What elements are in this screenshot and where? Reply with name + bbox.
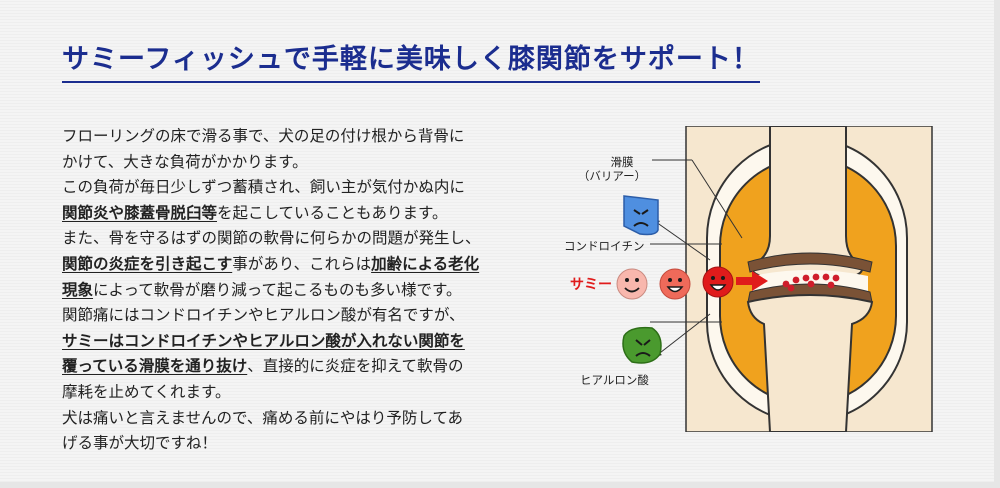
upper-cartilage bbox=[747, 252, 873, 273]
text-segment: この負荷が毎日少しずつ蓄積され、飼い主が気付かぬ内に bbox=[62, 178, 465, 197]
paragraph-line: げる事が大切ですね！ bbox=[62, 431, 542, 457]
hyaluronic-label: ヒアルロン酸 bbox=[580, 373, 649, 387]
sammy-face-icon-3 bbox=[702, 266, 734, 298]
text-segment: 関節痛にはコンドロイチンやヒアルロン酸が有名ですが、 bbox=[62, 306, 465, 325]
text-segment: 犬は痛いと言えませんので、痛める前にやはり予防してあ bbox=[62, 408, 463, 427]
text-segment: げる事が大切ですね！ bbox=[62, 434, 218, 453]
sammy-face-icon-1 bbox=[616, 268, 648, 300]
sammy-face-icon-2 bbox=[659, 268, 691, 300]
text-segment: 事があり、これらは bbox=[232, 254, 372, 273]
synovium-label: 滑膜 bbox=[611, 155, 634, 169]
paragraph-line: 関節痛にはコンドロイチンやヒアルロン酸が有名ですが、 bbox=[62, 303, 542, 329]
emphasized-text: 関節炎や膝蓋骨脱臼等 bbox=[62, 203, 218, 222]
sad-hyaluronic-face-icon bbox=[622, 326, 662, 364]
paragraph-line: また、骨を守るはずの関節の軟骨に何らかの問題が発生し、 bbox=[62, 226, 542, 252]
emphasized-text: 覆っている滑膜を通り抜け bbox=[62, 357, 248, 376]
paragraph-line: サミーはコンドロイチンやヒアルロン酸が入れない関節を bbox=[62, 329, 542, 355]
emphasized-text: サミーはコンドロイチンやヒアルロン酸が入れない関節を bbox=[62, 331, 465, 350]
paragraph-line: この負荷が毎日少しずつ蓄積され、飼い主が気付かぬ内に bbox=[62, 175, 542, 201]
paragraph-line: 覆っている滑膜を通り抜け、直接的に炎症を抑えて軟骨の bbox=[62, 354, 542, 380]
chondroitin-label: コンドロイチン bbox=[564, 239, 645, 253]
text-segment: かけて、大きな負荷がかかります。 bbox=[62, 152, 308, 171]
sad-chondroitin-face-icon bbox=[623, 195, 659, 236]
text-segment: を起こしていることもあります。 bbox=[217, 203, 448, 222]
paragraph-line: 犬は痛いと言えませんので、痛める前にやはり予防してあ bbox=[62, 406, 542, 432]
paragraph-line: かけて、大きな負荷がかかります。 bbox=[62, 150, 542, 176]
text-segment: また、骨を守るはずの関節の軟骨に何らかの問題が発生し、 bbox=[62, 229, 481, 248]
text-segment: 、直接的に炎症を抑えて軟骨の bbox=[247, 357, 464, 376]
emphasized-text: 関節の炎症を引き起こす bbox=[62, 254, 233, 273]
text-segment: によって軟骨が磨り減って起こるものも多い様です。 bbox=[93, 280, 462, 299]
emphasized-text: 現象 bbox=[62, 280, 94, 299]
synovium-sub-label: （バリアー） bbox=[578, 169, 646, 183]
text-segment: 摩耗を止めてくれます。 bbox=[62, 382, 231, 401]
paragraph-line: フローリングの床で滑る事で、犬の足の付け根から背骨に bbox=[62, 124, 542, 150]
paragraph-line: 関節炎や膝蓋骨脱臼等を起こしていることもあります。 bbox=[62, 201, 542, 227]
page-headline: サミーフィッシュで手軽に美味しく膝関節をサポート！ bbox=[62, 42, 760, 83]
emphasized-text: 加齢による老化 bbox=[371, 254, 480, 273]
paragraph-line: 関節の炎症を引き起こす事があり、これらは加齢による老化 bbox=[62, 252, 542, 278]
description-paragraph: フローリングの床で滑る事で、犬の足の付け根から背骨にかけて、大きな負荷がかかりま… bbox=[62, 124, 542, 457]
paragraph-line: 現象によって軟骨が磨り減って起こるものも多い様です。 bbox=[62, 278, 542, 304]
paragraph-line: 摩耗を止めてくれます。 bbox=[62, 380, 542, 406]
sammy-particles bbox=[782, 273, 840, 292]
text-segment: フローリングの床で滑る事で、犬の足の付け根から背骨に bbox=[62, 127, 465, 145]
knee-joint-diagram: 滑膜 （バリアー） コンドロイチン サミー ヒアルロン酸 bbox=[560, 126, 934, 432]
lower-bone bbox=[746, 294, 874, 432]
sammy-label: サミー bbox=[570, 277, 612, 293]
red-arrow-icon bbox=[736, 271, 768, 291]
